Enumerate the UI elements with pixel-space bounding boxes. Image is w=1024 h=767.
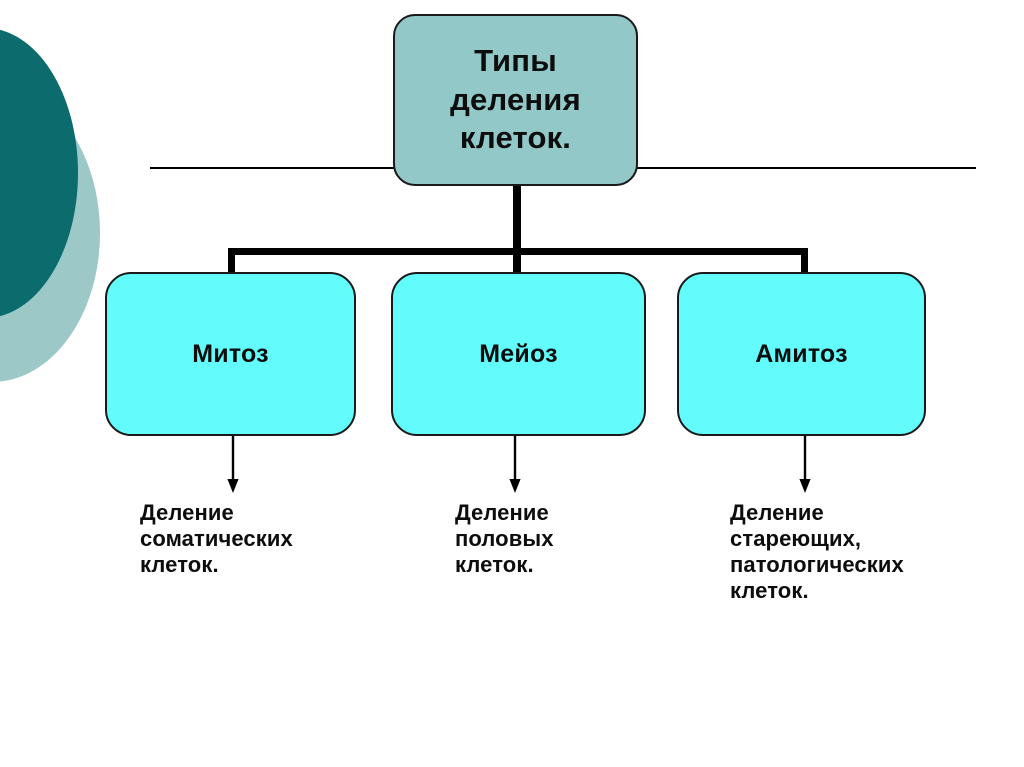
arrow-down-icon-amitosis — [799, 436, 811, 493]
caption-mitosis: Деление соматических клеток. — [140, 500, 293, 577]
branch-node-meiosis[interactable]: Мейоз — [391, 272, 646, 436]
title-node-label: Типы деления клеток. — [450, 43, 581, 156]
connector-drop-amitosis — [801, 248, 808, 278]
branch-node-amitosis[interactable]: Амитоз — [677, 272, 926, 436]
branch-node-label-amitosis: Амитоз — [755, 339, 848, 368]
dark-teal-circle-decoration — [0, 28, 78, 318]
light-teal-circle-decoration — [0, 84, 100, 382]
connector-drop-mitosis — [228, 248, 235, 278]
arrow-down-icon-mitosis — [227, 436, 239, 493]
caption-meiosis: Деление половых клеток. — [455, 500, 554, 577]
connector-drop-meiosis — [513, 248, 521, 278]
branch-node-mitosis[interactable]: Митоз — [105, 272, 356, 436]
branch-node-label-meiosis: Мейоз — [479, 339, 558, 368]
branch-node-label-mitosis: Митоз — [192, 339, 269, 368]
arrow-down-icon-meiosis — [509, 436, 521, 493]
caption-amitosis: Деление стареющих, патологических клеток… — [730, 500, 904, 603]
connector-stem-vertical — [513, 184, 521, 254]
title-node-cell-division-types[interactable]: Типы деления клеток. — [393, 14, 638, 186]
